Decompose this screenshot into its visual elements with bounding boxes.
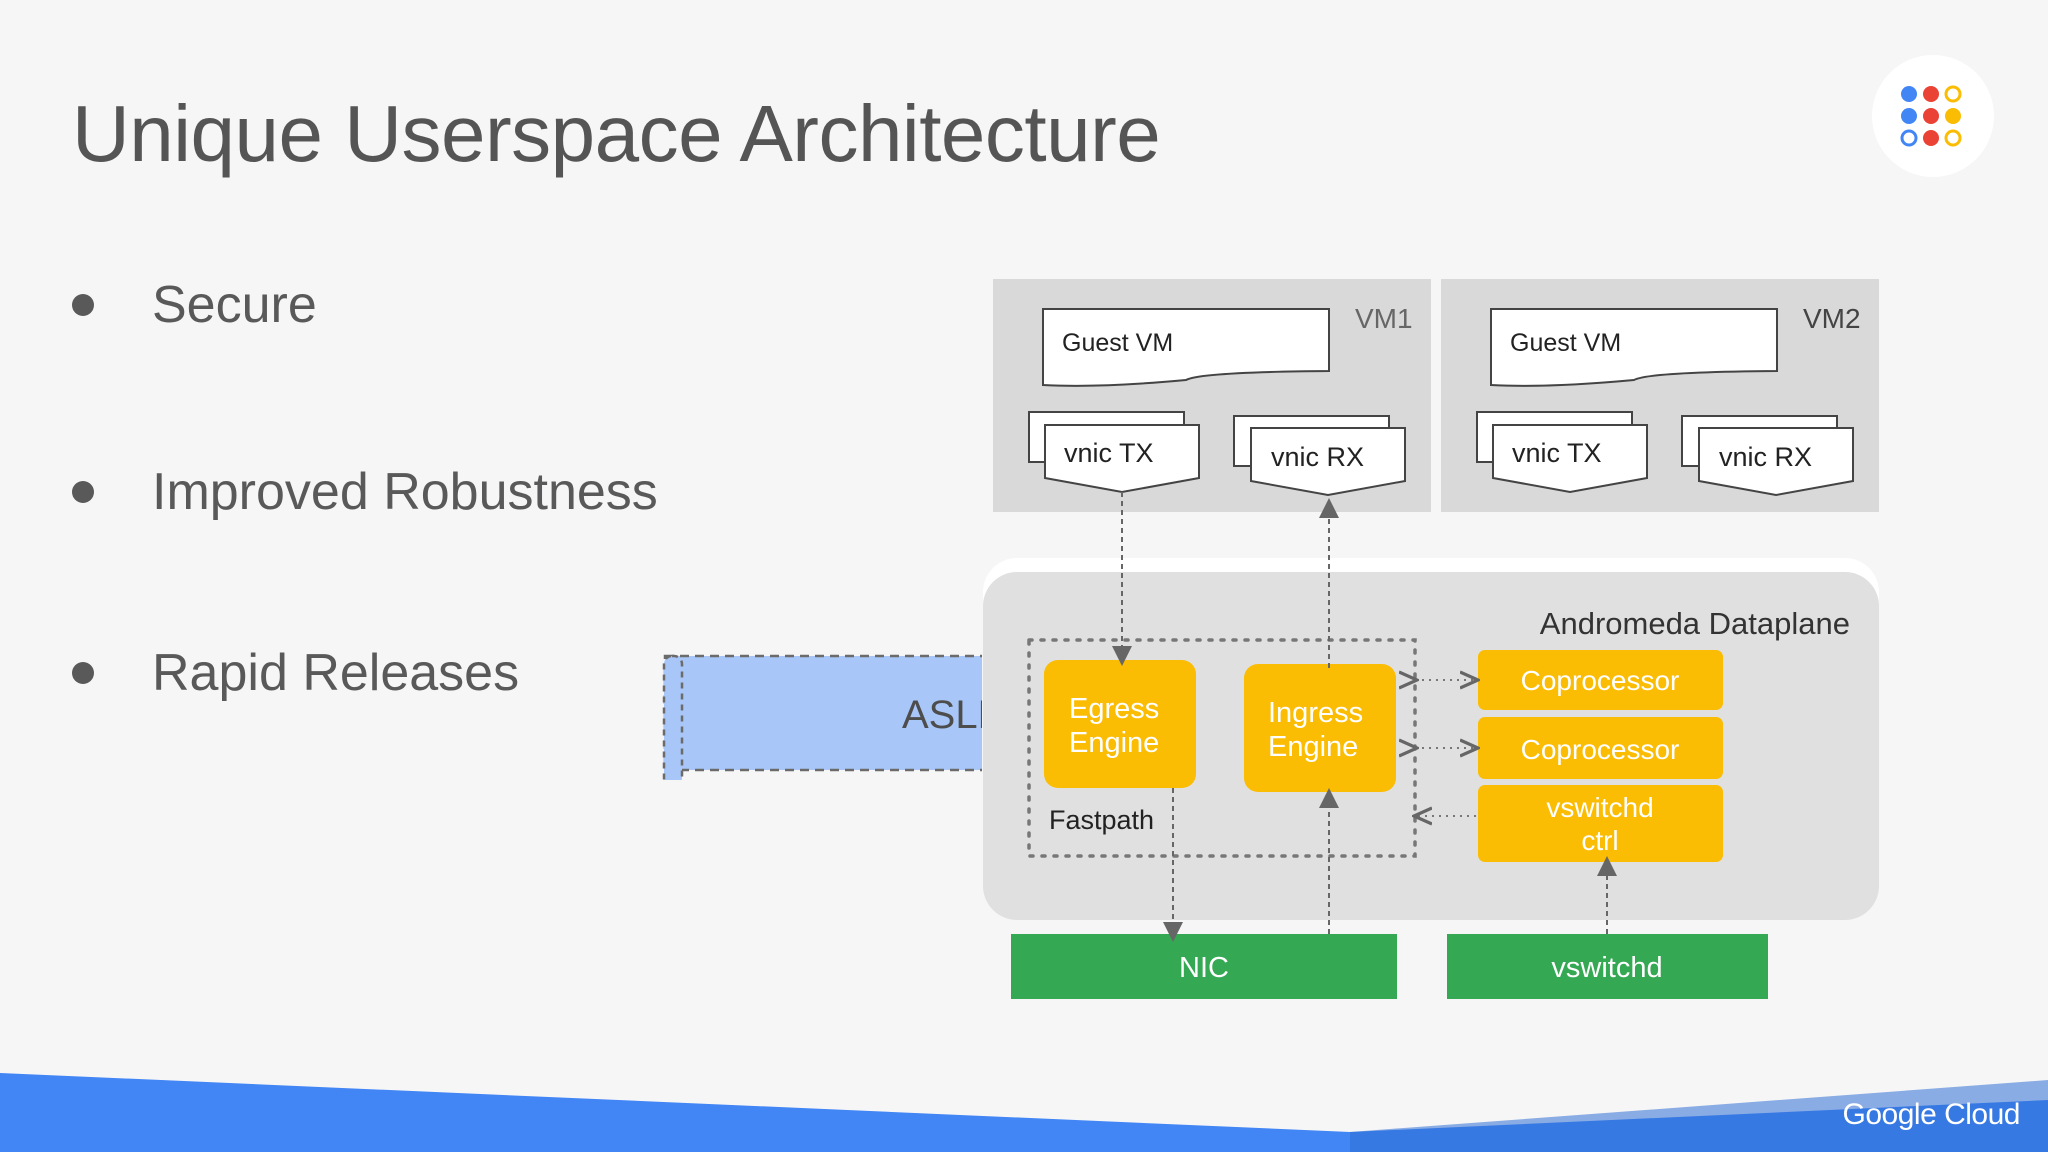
vm1-panel: VM1 Guest VM vnic TX vnic RX — [993, 279, 1431, 512]
coprocessor-2-label: Coprocessor — [1521, 734, 1680, 765]
bullet-item-robustness: Improved Robustness — [72, 462, 658, 522]
vswitchd-label: vswitchd — [1551, 952, 1662, 984]
vm2-vnic-tx-label: vnic TX — [1512, 438, 1602, 468]
ingress-label-line2: Engine — [1268, 731, 1358, 763]
egress-label-line1: Egress — [1069, 693, 1159, 725]
coprocessor-box-2: Coprocessor — [1478, 717, 1723, 779]
fastpath-label: Fastpath — [1049, 805, 1154, 835]
google-cloud-brand: Google Cloud — [1842, 1098, 2021, 1131]
ingress-label-line1: Ingress — [1268, 697, 1363, 729]
coprocessor-1-label: Coprocessor — [1521, 665, 1680, 696]
vm1-guest-label: Guest VM — [1062, 329, 1173, 357]
egress-label-line2: Engine — [1069, 727, 1159, 759]
bullet-dot — [72, 294, 94, 316]
bullet-text: Improved Robustness — [152, 463, 658, 521]
aslr-box: ASLR — [662, 654, 1007, 780]
vswitchd-box: vswitchd — [1447, 934, 1768, 999]
vswitchd-ctrl-box: vswitchd ctrl — [1478, 785, 1723, 862]
nic-label: NIC — [1179, 952, 1229, 984]
aslr-label: ASLR — [902, 693, 1007, 737]
page-title: Unique Userspace Architecture — [72, 89, 1161, 178]
vm1-label: VM1 — [1355, 303, 1413, 334]
vm2-panel: VM2 Guest VM vnic TX vnic RX — [1441, 279, 1879, 512]
vswitchd-ctrl-line2: ctrl — [1581, 825, 1618, 856]
vm1-vnic-rx-label: vnic RX — [1271, 442, 1364, 472]
nic-box: NIC — [1011, 934, 1397, 999]
vm1-vnic-tx-label: vnic TX — [1064, 438, 1154, 468]
google-cloud-dots-logo-icon — [1900, 85, 1962, 147]
coprocessor-box-1: Coprocessor — [1478, 650, 1723, 710]
vm2-guest-label: Guest VM — [1510, 329, 1621, 357]
dataplane-label: Andromeda Dataplane — [1540, 606, 1850, 641]
logo-badge — [1872, 55, 1994, 177]
coprocessor-connectors — [1415, 680, 1476, 816]
egress-engine-box: Egress Engine — [1044, 660, 1196, 788]
bullet-text: Rapid Releases — [152, 644, 520, 702]
bullet-dot — [72, 481, 94, 503]
vswitchd-ctrl-line1: vswitchd — [1546, 792, 1653, 823]
bullet-dot — [72, 662, 94, 684]
vm2-vnic-rx-label: vnic RX — [1719, 442, 1812, 472]
ingress-engine-box: Ingress Engine — [1244, 664, 1396, 792]
vm2-label: VM2 — [1803, 303, 1861, 334]
bullet-text: Secure — [152, 276, 317, 334]
bullet-item-releases: Rapid Releases — [72, 643, 519, 703]
bullet-item-secure: Secure — [72, 275, 317, 335]
connectors — [1112, 492, 1617, 942]
